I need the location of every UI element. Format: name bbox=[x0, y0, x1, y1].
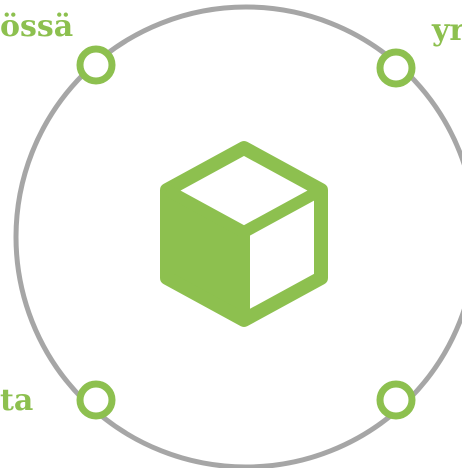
node-circle-icon bbox=[376, 48, 416, 88]
label-top-left: össä bbox=[0, 9, 74, 44]
node-circle-icon bbox=[376, 380, 416, 420]
outer-ring bbox=[13, 4, 462, 468]
box-icon bbox=[160, 141, 328, 327]
label-top-right: yr bbox=[432, 13, 462, 48]
node-circle-icon bbox=[76, 380, 116, 420]
node-circle-icon bbox=[76, 45, 116, 85]
label-bottom-left: ta bbox=[0, 383, 34, 418]
